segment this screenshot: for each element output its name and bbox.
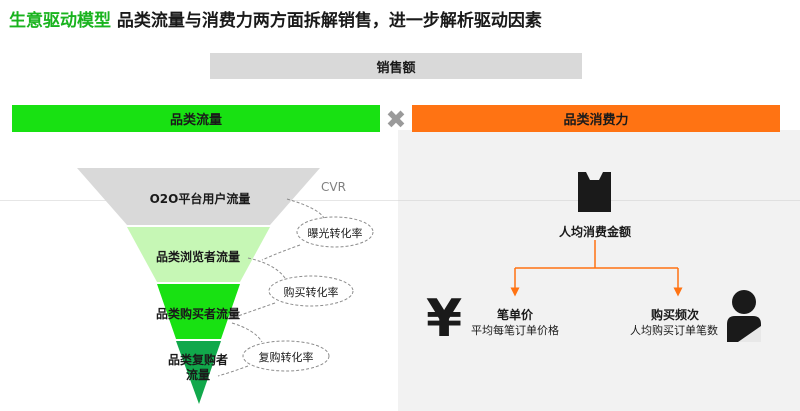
avg-spending-label: 人均消费金额: [558, 225, 631, 239]
rate-ellipse-repurchase: [242, 340, 330, 372]
funnel-level-3-label: 品类购买者流量: [155, 307, 240, 321]
category-spending-label: 品类消费力: [563, 113, 629, 128]
unit-price-subtitle: 平均每笔订单价格: [471, 324, 559, 337]
rate-link-purchase-bottom: [237, 302, 276, 317]
unit-price-title: 笔单价: [496, 308, 533, 322]
rate-link-exposure-top: [286, 198, 325, 219]
purchase-frequency-subtitle: 人均购买订单笔数: [630, 324, 718, 337]
funnel-level-2: [127, 227, 270, 282]
category-traffic-bar: 品类流量: [12, 105, 380, 132]
sales-box: 销售额: [210, 53, 582, 79]
exposure-rate-label: 曝光转化率: [307, 227, 363, 240]
cvr-label: CVR: [321, 180, 346, 194]
funnel-level-1-label: O2O平台用户流量: [149, 192, 251, 206]
category-traffic-label: 品类流量: [169, 113, 222, 128]
page-title: 生意驱动模型 品类流量与消费力两方面拆解销售，进一步解析驱动因素: [9, 6, 542, 31]
rate-ellipse-exposure: [296, 216, 374, 248]
funnel-level-4-label-line1: 品类复购者: [167, 353, 228, 367]
rate-link-repurchase-top: [231, 322, 263, 343]
funnel-level-1: [77, 168, 320, 225]
shopping-bag-icon: [578, 172, 611, 212]
rate-link-exposure-bottom: [261, 244, 301, 261]
funnel-level-4: [176, 341, 221, 404]
multiply-icon: ✖: [385, 105, 407, 134]
title-rest: 品类流量与消费力两方面拆解销售，进一步解析驱动因素: [116, 11, 542, 31]
funnel-level-2-label: 品类浏览者流量: [155, 250, 240, 264]
purchase-frequency-title: 购买频次: [650, 308, 699, 322]
consumption-tree-connector: [510, 240, 683, 297]
sales-label: 销售额: [376, 60, 416, 76]
rate-link-repurchase-bottom: [217, 365, 249, 377]
consumption-panel-bg: [398, 130, 800, 411]
title-highlight: 生意驱动模型: [9, 11, 111, 31]
funnel-level-3: [157, 284, 240, 339]
purchase-rate-label: 购买转化率: [283, 286, 339, 299]
yen-icon: ¥: [426, 289, 463, 349]
category-spending-bar: 品类消费力: [412, 105, 780, 132]
rate-ellipse-purchase: [268, 275, 354, 307]
funnel-level-4-label-line2: 流量: [185, 368, 210, 382]
person-icon: [727, 290, 761, 342]
repurchase-rate-label: 复购转化率: [258, 351, 314, 364]
